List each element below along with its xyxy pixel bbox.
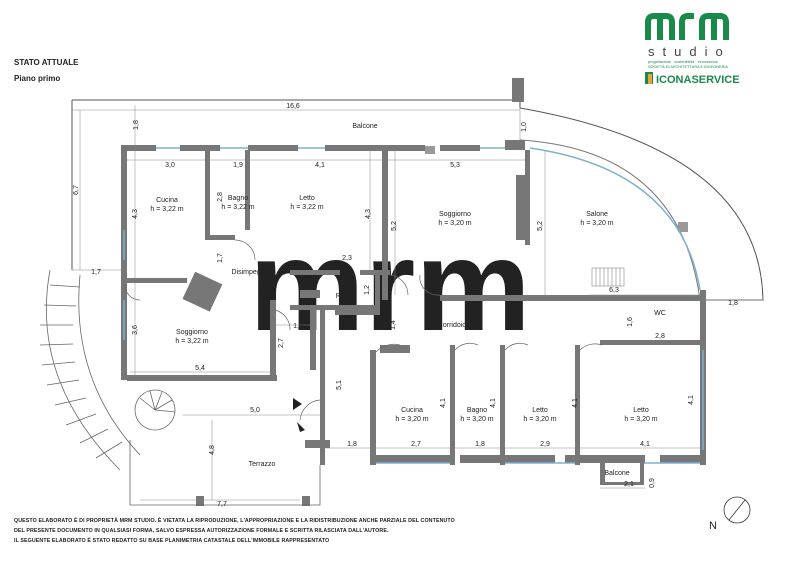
logo-tagline-2: SOCIETÀ DI ARCHITETTURA E INGEGNERIA [648, 65, 728, 69]
dim-1-2: 1,2 [364, 285, 371, 295]
room-letto-2-name: Letto [532, 407, 548, 414]
dim-16-6: 16,6 [286, 103, 300, 110]
room-cucina-2-height: h = 3,20 m [395, 416, 428, 423]
room-rip-name: Rip. [336, 293, 349, 300]
dim-4-1-bag: 4,1 [490, 398, 497, 408]
dim-1-1: 1,1 [342, 323, 352, 330]
dim-4-3-left: 4,3 [132, 209, 139, 219]
doors [124, 239, 603, 421]
room-wc-name: WC [654, 310, 666, 317]
dim-4-1-let: 4,1 [572, 398, 579, 408]
dim-5-4: 5,4 [195, 365, 205, 372]
dim-6-3: 6,3 [609, 287, 619, 294]
dim-1-8-bot2: 1,8 [475, 441, 485, 448]
room-letto-2-height: h = 3,20 m [523, 416, 556, 423]
dim-2-8-bagno: 2,8 [217, 192, 224, 202]
dim-3-0: 3,0 [165, 162, 175, 169]
dim-4-1-cuc: 4,1 [440, 398, 447, 408]
logo-studio: studio [648, 44, 731, 59]
logo-partner: ICONASERVICE [656, 74, 740, 86]
room-salone-name: Salone [586, 211, 608, 218]
dim-5-2-sogg: 5,2 [391, 221, 398, 231]
dimension-labels: 16,6 1,8 1,0 3,0 1,9 4,1 5,3 6,7 2,8 4,3… [73, 103, 738, 508]
room-balcone-small-name: Balcone [604, 470, 629, 477]
room-labels: Cucina h = 3,22 m Bagno h = 3,22 m Letto… [150, 123, 665, 477]
room-soggiorno-2-name: Soggiorno [176, 329, 208, 336]
dim-7-7: 7,7 [217, 501, 227, 508]
watermark: mrm [249, 212, 531, 358]
dim-2-1: 2,1 [624, 481, 634, 488]
room-salone-height: h = 3,20 m [580, 220, 613, 227]
room-soggiorno-1-name: Soggiorno [439, 211, 471, 218]
balcony-outline [71, 99, 764, 301]
dim-1-4: 1,4 [390, 320, 397, 330]
dim-2-7-vert: 2,7 [278, 338, 285, 348]
drawing-subtitle: Piano primo [14, 74, 61, 83]
room-cucina-1-height: h = 3,22 m [150, 206, 183, 213]
room-bagno-2-height: h = 3,20 m [460, 416, 493, 423]
footer-disclaimer: QUESTO ELABORATO È DI PROPRIETÀ MRM STUD… [14, 516, 455, 546]
windows [123, 147, 704, 464]
dim-0-9: 0,9 [649, 478, 656, 488]
dim-2-7-bot: 2,7 [411, 441, 421, 448]
dim-1-8-right: 1,8 [728, 300, 738, 307]
drawing-title: STATO ATTUALE [14, 58, 79, 67]
dim-1-0: 1,0 [521, 122, 528, 132]
dim-4-3-letto: 4,3 [365, 209, 372, 219]
room-cucina-2-name: Cucina [401, 407, 423, 414]
dim-4-1-bot: 4,1 [640, 441, 650, 448]
dim-1-9-top: 1,9 [233, 162, 243, 169]
dim-1-6: 1,6 [627, 317, 634, 327]
mrm-logo-mark [645, 13, 729, 40]
dim-1-7-vert: 1,7 [217, 253, 224, 263]
room-cucina-1-name: Cucina [156, 197, 178, 204]
terrace-outline [129, 440, 321, 506]
dim-2-8-wc: 2,8 [655, 333, 665, 340]
dim-1-8-bot: 1,8 [347, 441, 357, 448]
room-bagno-1-height: h = 3,22 m [221, 204, 254, 211]
dim-5-2-salone: 5,2 [537, 221, 544, 231]
dim-5-0: 5,0 [250, 407, 260, 414]
room-terrazzo-name: Terrazzo [249, 461, 276, 468]
room-soggiorno-1-height: h = 3,20 m [438, 220, 471, 227]
room-corridoio-name: Corridoio [438, 322, 467, 329]
room-disimpegno-name: Disimpegno [232, 269, 269, 276]
dim-2-9: 2,9 [540, 441, 550, 448]
spiral-stair [39, 269, 176, 471]
north-arrow-icon [723, 496, 751, 524]
dim-2-3: 2,3 [342, 255, 352, 262]
footer-line-2: DEL PRESENTE DOCUMENTO IN QUALSIASI FORM… [14, 528, 389, 534]
room-letto-1-height: h = 3,22 m [290, 204, 323, 211]
footer-line-1: QUESTO ELABORATO È DI PROPRIETÀ MRM STUD… [14, 518, 455, 524]
dim-5-1: 5,1 [336, 380, 343, 390]
room-letto-3-name: Letto [633, 407, 649, 414]
dimension-lines [72, 105, 763, 501]
dim-1-8-top: 1,8 [133, 120, 140, 130]
logo-tagline-1: progettazione · sostenibilità · innovazi… [648, 60, 718, 64]
dim-4-1-top: 4,1 [315, 162, 325, 169]
north-label: N [709, 520, 717, 532]
room-bagno-2-name: Bagno [467, 407, 487, 414]
mrm-studio-logo: studio progettazione · sostenibilità · i… [645, 13, 740, 86]
room-soggiorno-2-height: h = 3,22 m [175, 338, 208, 345]
footer-line-3: IL SEGUENTE ELABORATO È STATO REDATTO SU… [14, 538, 330, 544]
room-letto-1-name: Letto [299, 195, 315, 202]
dim-4-8: 4,8 [209, 445, 216, 455]
stair-arrows [293, 398, 305, 432]
room-balcone-top-name: Balcone [352, 123, 377, 130]
dim-6-7: 6,7 [73, 185, 80, 195]
room-letto-3-height: h = 3,20 m [624, 416, 657, 423]
dim-3-6: 3,6 [132, 325, 139, 335]
small-stair [591, 267, 625, 287]
iconaservice-icon [645, 72, 653, 84]
dim-4-1-let2: 4,1 [688, 395, 695, 405]
dim-5-3: 5,3 [450, 162, 460, 169]
dim-1-7-horiz: 1,7 [91, 269, 101, 276]
dim-1-9-mid: 1,9 [293, 323, 303, 330]
room-bagno-1-name: Bagno [228, 195, 248, 202]
